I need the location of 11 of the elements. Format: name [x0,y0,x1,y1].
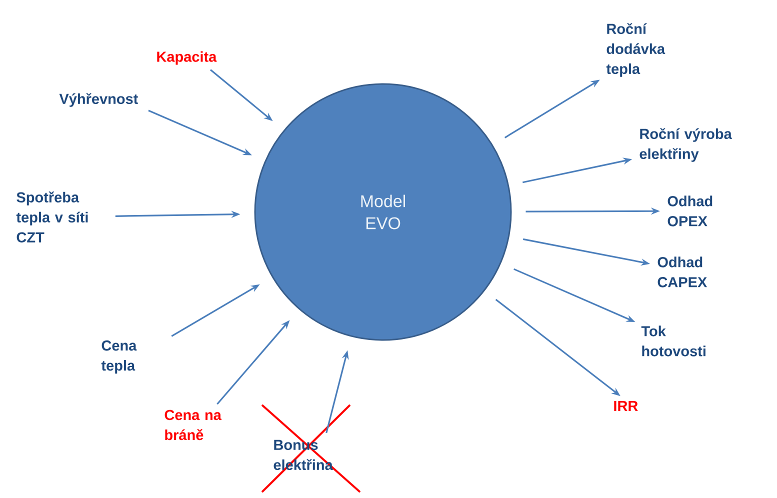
input-label: Cena na bráně [164,410,222,440]
output-label: Roční výroba elektřiny [640,128,732,162]
input-label: Spotřeba tepla v síti CZT [16,192,88,242]
output-label: IRR [614,401,638,411]
input-label: Výhřevnost [59,93,138,107]
output-label: Odhad CAPEX [658,256,708,288]
output-label: Odhad OPEX [668,196,712,226]
input-label: Cena tepla [101,340,137,374]
output-label: Roční dodávka tepla [606,23,666,77]
output-label: Tok hotovosti [641,326,706,356]
input-label: Kapacita [157,51,217,65]
